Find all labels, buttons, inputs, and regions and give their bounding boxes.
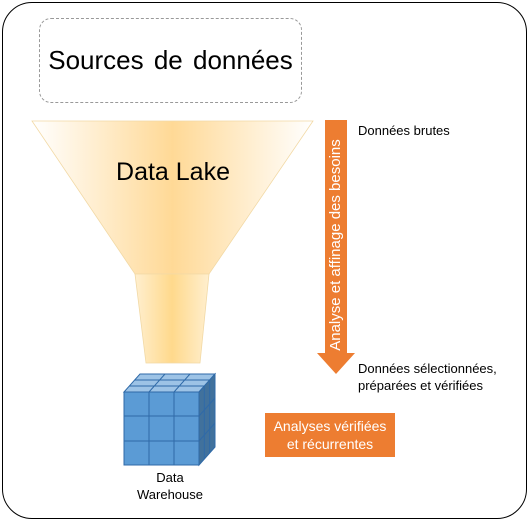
diagram-frame	[2, 2, 527, 519]
funnel-spout-shape	[134, 273, 210, 364]
data-sources-label: Sources de données	[48, 45, 293, 75]
raw-data-label: Données brutes	[358, 123, 450, 138]
selected-data-line1: Données sélectionnées,	[358, 361, 497, 376]
data-warehouse-line2: Warehouse	[137, 487, 203, 502]
verified-analyses-line2: et récurrentes	[286, 436, 374, 452]
analysis-arrow	[317, 120, 355, 374]
selected-data-line2: préparées et vérifiées	[358, 378, 484, 393]
data-lake-label: Data Lake	[116, 158, 230, 186]
verified-analyses-line1: Analyses vérifiées	[273, 418, 387, 434]
data-warehouse-line1: Data	[156, 470, 184, 485]
analysis-arrow-label: Analyse et affinage des besoins	[327, 139, 344, 351]
data-sources-box: Sources de données	[39, 18, 302, 103]
verified-analyses-box: Analyses vérifiées et récurrentes	[265, 413, 395, 457]
data-warehouse-cube-icon	[122, 372, 217, 467]
data-warehouse-label: Data Warehouse	[115, 469, 225, 503]
funnel-top-shape	[31, 120, 314, 275]
selected-data-label: Données sélectionnées, préparées et véri…	[358, 360, 497, 394]
